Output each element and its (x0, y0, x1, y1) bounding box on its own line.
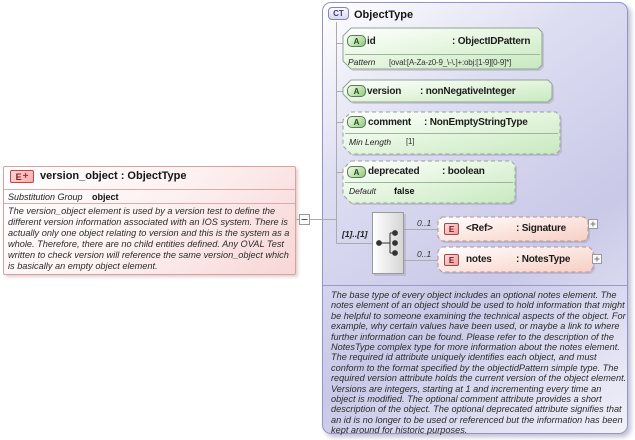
complextype-title: ObjectType (354, 9, 414, 21)
global-element-badge: E+ (10, 170, 34, 183)
attribute-deprecated-type: : boolean (442, 166, 485, 177)
attribute-id-facet-label: Pattern (348, 57, 376, 67)
substitution-group-value: object (92, 192, 119, 202)
attribute-id-facet-value: [oval:[A-Za-z0-9_\-\.]+:obj:[1-9][0-9]*] (389, 58, 512, 67)
element-notes-name: notes (466, 254, 492, 265)
element-documentation: The version_object element is used by a … (8, 206, 290, 271)
element-badge-letter: E (15, 171, 22, 182)
attribute-comment-name: comment (368, 117, 412, 128)
attribute-icon: A (347, 85, 366, 97)
element-icon: E (444, 223, 459, 235)
element-ref-type: : Signature (516, 223, 567, 234)
left-box-header-divider (4, 189, 295, 190)
attribute-id-type: : ObjectIDPattern (452, 36, 531, 47)
element-ref-name: <Ref> (466, 223, 493, 234)
attribute-deprecated-name: deprecated (368, 166, 420, 177)
attribute-comment-type: : NonEmptyStringType (424, 117, 528, 128)
attribute-icon: A (347, 35, 366, 47)
complextype-documentation: The base type of every object includes a… (331, 290, 627, 436)
right-box-doc-divider (323, 285, 627, 286)
attribute-icon: A (347, 166, 366, 178)
attribute-deprecated-facet-label: Default (349, 186, 376, 196)
compositor-cardinality: [1]..[1] (342, 229, 368, 239)
attribute-version-name: version (367, 86, 402, 97)
attribute-version-type: : nonNegativeInteger (420, 86, 516, 97)
attribute-comment-facet-value: [1] (406, 137, 415, 146)
left-box-subgroup-divider (4, 203, 295, 204)
attribute-id-name: id (367, 36, 376, 47)
plus-icon: + (22, 171, 29, 182)
element-title: version_object : ObjectType (40, 170, 187, 182)
notes-cardinality: 0..1 (417, 249, 432, 259)
substitution-group-label: Substitution Group (8, 192, 83, 202)
collapse-handle[interactable] (299, 214, 310, 225)
element-icon: E (444, 254, 459, 266)
element-notes-type: : NotesType (516, 254, 571, 265)
complextype-badge: CT (328, 7, 349, 20)
ref-cardinality: 0..1 (417, 218, 432, 228)
element-version-object-box[interactable] (3, 166, 296, 275)
attribute-icon: A (347, 116, 366, 128)
attribute-comment-facet-label: Min Length (349, 137, 392, 147)
attribute-deprecated-facet-value: false (394, 186, 415, 196)
